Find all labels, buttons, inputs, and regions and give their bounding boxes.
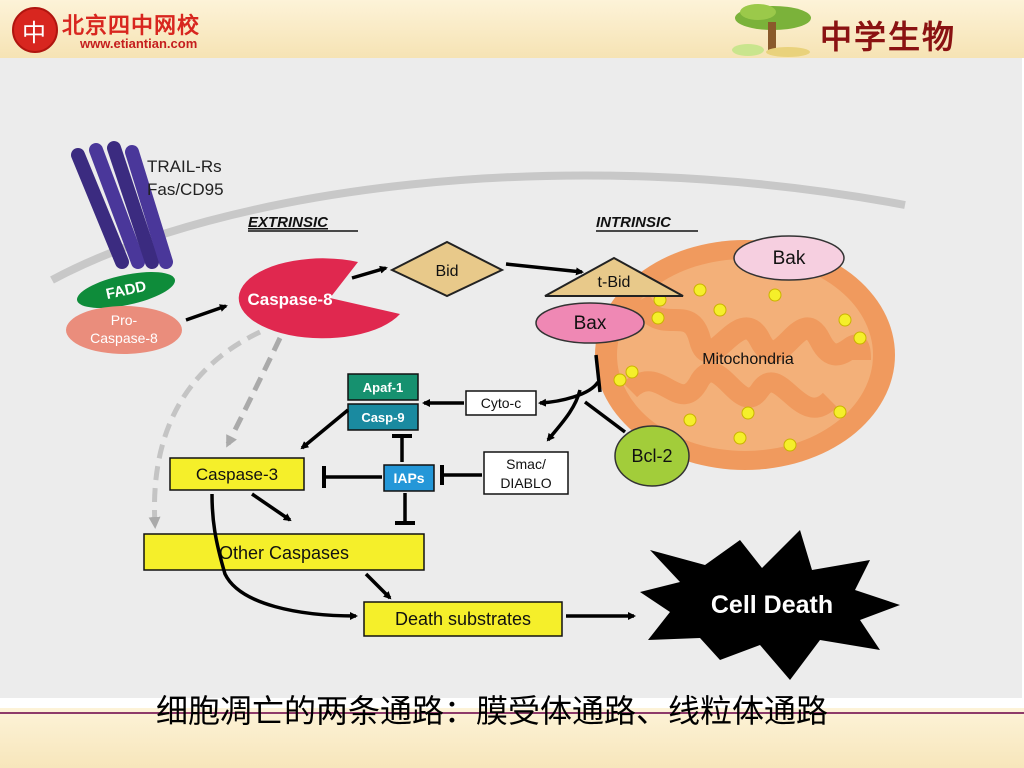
footer-divider	[0, 712, 1024, 714]
caspase8-node	[238, 258, 400, 339]
school-logo: 中	[12, 7, 58, 53]
fadd-node	[76, 272, 176, 308]
bid-node	[389, 240, 505, 298]
slide-caption: 细胞凋亡的两条通路：膜受体通路、线粒体通路	[155, 692, 828, 730]
receptor-label-fas: Fas/CD95	[147, 180, 224, 199]
receptor-label-trail: TRAIL-Rs	[147, 157, 222, 176]
other-caspases-label: Other Caspases	[219, 543, 349, 563]
pro-caspase8-label-1: Pro-	[111, 312, 138, 328]
bax-label: Bax	[574, 313, 607, 334]
cytoc-label: Cyto-c	[481, 395, 521, 411]
tbid-node	[544, 256, 684, 297]
school-url: www.etiantian.com	[80, 36, 198, 51]
smac-label-2: DIABLO	[500, 475, 551, 491]
cytoc-box	[465, 390, 537, 416]
mitochondria-label: Mitochondria	[702, 351, 794, 368]
cell-death-burst	[640, 530, 900, 680]
pro-caspase8-node	[66, 306, 182, 354]
casp9-box	[347, 403, 419, 431]
footer-band	[0, 708, 1024, 768]
bak-node	[733, 235, 845, 281]
cell-death-label: Cell Death	[711, 591, 833, 619]
tbid-label: t-Bid	[598, 274, 631, 291]
intrinsic-heading: INTRINSIC	[596, 214, 672, 231]
iaps-box	[383, 464, 435, 492]
apaf1-label: Apaf-1	[363, 380, 403, 395]
bcl2-label: Bcl-2	[631, 446, 672, 466]
other-caspases-box	[143, 533, 425, 571]
iaps-label: IAPs	[393, 470, 424, 486]
mitochondria-node	[595, 240, 895, 470]
tree-icon	[732, 4, 811, 57]
header-banner: 中 北京四中网校 www.etiantian.com 中学生物	[0, 0, 1024, 58]
smac-label-1: Smac/	[506, 456, 546, 472]
receptor-icon	[71, 141, 173, 269]
death-substrates-box	[363, 601, 563, 637]
brand-title: 中学生物	[820, 18, 957, 56]
bax-node	[535, 302, 645, 344]
smac-box	[483, 451, 569, 495]
extrinsic-heading: EXTRINSIC	[248, 214, 329, 231]
casp9-label: Casp-9	[361, 410, 404, 425]
apaf1-box	[347, 373, 419, 401]
pro-caspase8-label-2: Caspase-8	[90, 330, 158, 346]
bak-label: Bak	[773, 248, 806, 269]
caspase8-label: Caspase-8	[247, 290, 332, 309]
death-substrates-label: Death substrates	[395, 609, 531, 629]
bid-label: Bid	[435, 263, 458, 280]
caspase3-box	[169, 457, 305, 491]
caspase3-label: Caspase-3	[196, 465, 278, 484]
school-name: 北京四中网校	[62, 14, 201, 39]
bcl2-node	[614, 425, 690, 487]
